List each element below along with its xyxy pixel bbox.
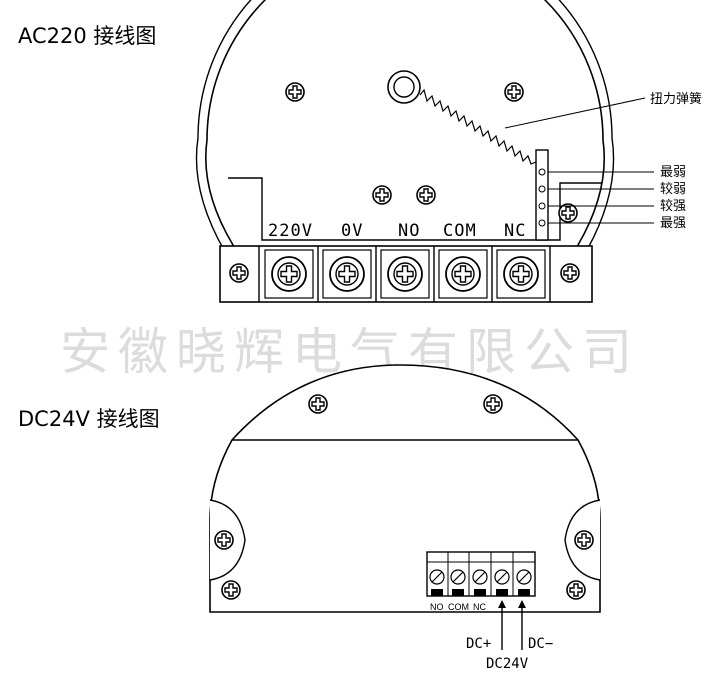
dc24v-device-housing <box>209 364 601 613</box>
dc-plus-label: DC+ <box>466 636 491 652</box>
terminal-screw-icon <box>271 256 307 292</box>
mount-screw-icon <box>308 394 328 414</box>
terminal-screw-icon <box>503 256 539 292</box>
dc-minus-arrow <box>518 600 526 650</box>
dc-voltage-label: DC24V <box>486 656 529 672</box>
dc-terminal-block <box>426 551 536 597</box>
strength-label-weakest: 最弱 <box>660 165 686 180</box>
ac220-wiring-title: AC220 接线图 <box>18 24 157 48</box>
dc24v-wiring-title: DC24V 接线图 <box>18 407 160 431</box>
block-end-screw-icon <box>560 263 580 283</box>
terminal-label-nc: NC <box>504 221 526 241</box>
block-end-screw-icon <box>229 263 249 283</box>
mount-screw-icon <box>574 530 594 550</box>
spring-label: 扭力弹簧 <box>650 91 702 107</box>
mount-screw-icon <box>558 203 578 223</box>
strength-label-stronger: 较强 <box>660 199 686 214</box>
strength-label-strongest: 最强 <box>660 216 686 231</box>
mount-screw-icon <box>483 394 503 414</box>
terminal-screw-icon <box>445 256 481 292</box>
dc-minus-label: DC− <box>528 636 553 652</box>
terminal-screw-icon <box>387 256 423 292</box>
mount-screw-icon <box>214 530 234 550</box>
mount-screw-icon <box>504 82 524 102</box>
dc-terminal-label-nc: NC <box>473 602 486 612</box>
mount-screw-icon <box>221 580 241 600</box>
mount-screw-icon <box>285 82 305 102</box>
dc-terminal-label-no: NO <box>430 602 444 612</box>
spring-adjust-strip <box>535 149 549 241</box>
mount-screw-icon <box>416 185 436 205</box>
torsion-spring <box>419 88 537 165</box>
dc-plus-arrow <box>498 600 506 650</box>
terminal-screw-icon <box>329 256 365 292</box>
terminal-label-220v: 220V <box>268 221 313 241</box>
dc-terminal-label-com: COM <box>448 602 469 612</box>
ac220-device-housing <box>195 0 615 301</box>
terminal-label-0v: 0V <box>341 221 363 241</box>
strength-label-weaker: 较弱 <box>660 182 686 197</box>
mount-screw-icon <box>566 580 586 600</box>
spring-post <box>387 70 421 104</box>
mount-screw-icon <box>372 185 392 205</box>
terminal-label-no: NO <box>398 221 420 241</box>
terminal-label-com: COM <box>443 221 477 241</box>
